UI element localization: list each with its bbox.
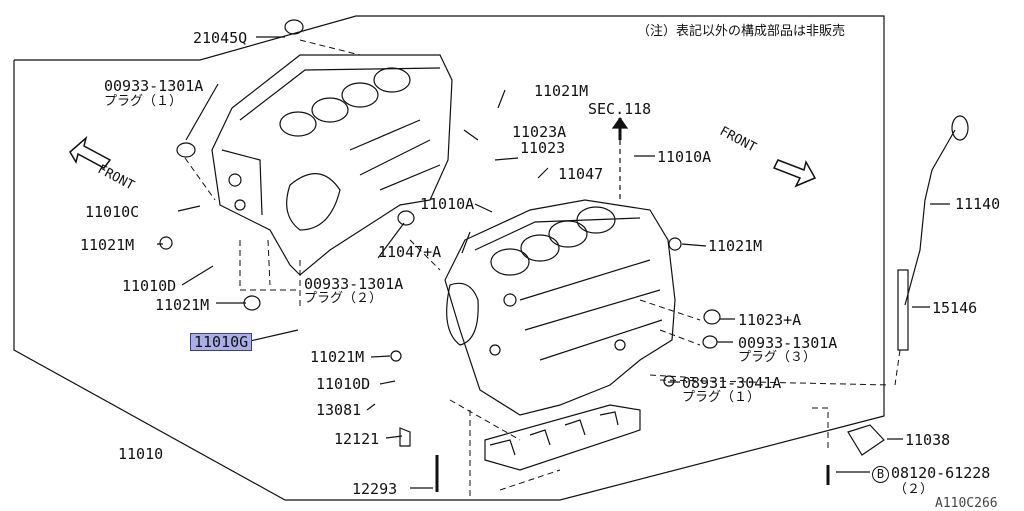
dipstick-guide [897, 269, 909, 351]
plug-3 [702, 335, 718, 349]
part-21045q[interactable]: 21045Q [193, 29, 248, 47]
part-11023-plus-a[interactable]: 11023+A [738, 311, 802, 329]
part-00933-1301a-b[interactable]: 00933-1301A [304, 275, 404, 293]
plug-qty-2: プラグ（２） [304, 291, 383, 306]
part-11010d-left[interactable]: 11010D [122, 277, 177, 295]
part-11010a-right[interactable]: 11010A [657, 148, 712, 166]
part-00933-1301a-a[interactable]: 00933-1301A [104, 77, 204, 95]
dipstick-tube [904, 129, 956, 306]
part-11021m-right[interactable]: 11021M [708, 237, 763, 255]
plug-qty-3: プラグ（３） [738, 350, 817, 365]
part-11010d-mid[interactable]: 11010D [316, 375, 371, 393]
part-11010g-highlighted[interactable]: 11010G [190, 333, 253, 351]
plug-1 [176, 142, 196, 158]
plug-11021m-a [243, 295, 261, 311]
diagram-id: A110C266 [935, 496, 998, 511]
bracket-11038 [847, 424, 885, 456]
sec-reference[interactable]: SEC.118 [588, 100, 652, 118]
part-00933-1301a-c[interactable]: 00933-1301A [738, 334, 838, 352]
part-11021m-top[interactable]: 11021M [534, 82, 589, 100]
plug-21045q [284, 19, 304, 35]
part-15146[interactable]: 15146 [932, 299, 978, 317]
part-11047-a[interactable]: 11047+A [378, 243, 442, 261]
plug-11021m-b [159, 236, 173, 250]
plug-qty-1: プラグ（１） [104, 94, 183, 109]
part-11023[interactable]: 11023 [520, 139, 566, 157]
part-08120-61228-number: 08120-61228 [891, 464, 991, 482]
part-11021m-left-1[interactable]: 11021M [80, 236, 135, 254]
plug-11023a [703, 309, 721, 325]
bolt-qty-2: （２） [894, 482, 934, 497]
plug-08931 [663, 375, 675, 387]
b-marker: B [872, 466, 889, 483]
plug-2 [397, 210, 415, 226]
part-11021m-left-2[interactable]: 11021M [155, 296, 210, 314]
part-13081[interactable]: 13081 [316, 401, 362, 419]
lower-bedplate [484, 404, 641, 471]
assembly-frame [13, 15, 885, 501]
sensor-12121 [399, 427, 411, 447]
right-cylinder-block [444, 199, 676, 416]
plug-11021m-d [390, 350, 402, 362]
part-12293[interactable]: 12293 [352, 480, 398, 498]
part-08931-3041a[interactable]: 08931-3041A [682, 374, 782, 392]
part-11023a[interactable]: 11023A [512, 123, 567, 141]
part-11010c[interactable]: 11010C [85, 203, 140, 221]
part-11038[interactable]: 11038 [905, 431, 951, 449]
part-11140[interactable]: 11140 [955, 195, 1001, 213]
plug-qty-1b: プラグ（１） [682, 390, 761, 405]
note-not-sold: （注）表記以外の構成部品は非販売 [637, 24, 846, 39]
part-11010a-left[interactable]: 11010A [420, 195, 475, 213]
part-12121[interactable]: 12121 [334, 430, 380, 448]
dipstick-handle [951, 115, 969, 141]
front-arrows [69, 135, 817, 188]
left-cylinder-block [211, 54, 453, 276]
part-11010[interactable]: 11010 [118, 445, 164, 463]
part-11021m-mid[interactable]: 11021M [310, 348, 365, 366]
plug-11021m-c [668, 237, 682, 251]
part-11047[interactable]: 11047 [558, 165, 604, 183]
